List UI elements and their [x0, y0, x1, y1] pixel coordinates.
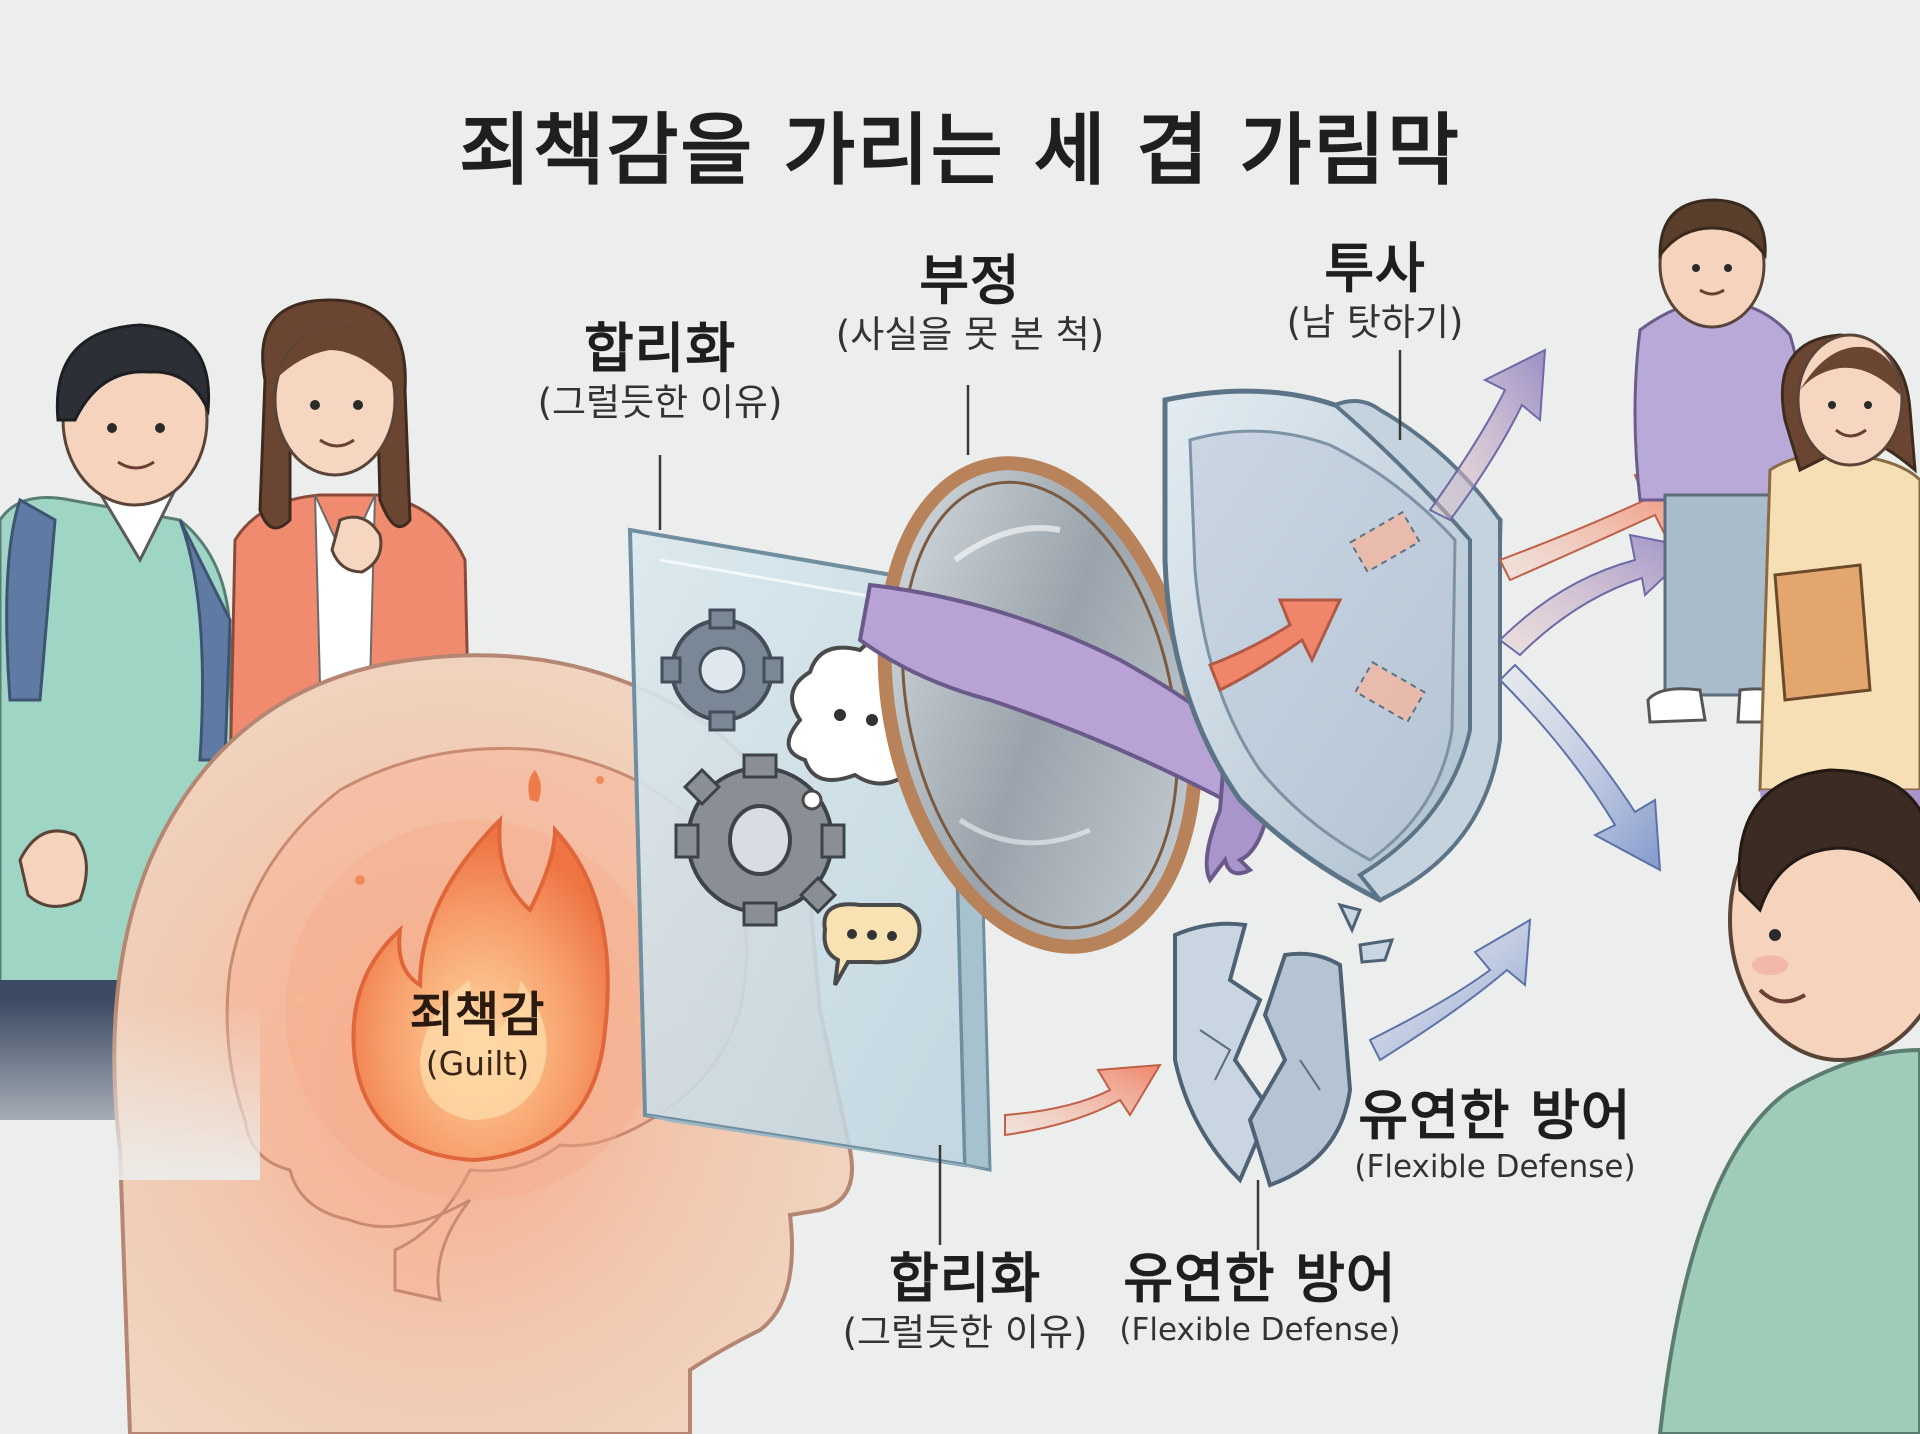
student-boy-foreground — [1657, 768, 1920, 1434]
leader-lines — [658, 350, 1402, 1250]
speech-bubble-icon — [822, 902, 922, 986]
projection-sub: (남 탓하기) — [1286, 301, 1464, 345]
gear-icon-large — [674, 753, 846, 927]
flexible-bottom-sub: (Flexible Defense) — [1119, 1312, 1401, 1349]
page-title: 죄책감을 가리는 세 겹 가림막 — [459, 106, 1461, 196]
rationalization-bottom-sub: (그럴듯한 이유) — [842, 1311, 1088, 1355]
flexible-bottom-main: 유연한 방어 — [1123, 1247, 1397, 1310]
arrow-icon-center — [1208, 598, 1343, 693]
student-girl-book — [1758, 333, 1920, 860]
flame-icon — [285, 770, 665, 1200]
gear-icon — [660, 608, 784, 732]
rationalization-label-top: 합리화 (그럴듯한 이유) — [500, 317, 820, 426]
denial-sub: (사실을 못 본 척) — [835, 313, 1105, 357]
flexible-right-main: 유연한 방어 — [1358, 1084, 1632, 1147]
projection-label: 투사 (남 탓하기) — [1215, 237, 1535, 346]
denial-main: 부정 — [919, 249, 1021, 312]
flexible-right-sub: (Flexible Defense) — [1354, 1149, 1636, 1186]
rationalization-top-sub: (그럴듯한 이유) — [537, 381, 783, 425]
rationalization-top-main: 합리화 — [583, 317, 737, 380]
broken-shield-icon — [1173, 902, 1395, 1188]
guilt-label-main: 죄책감 — [409, 987, 546, 1043]
flexible-defense-label-bottom: 유연한 방어 (Flexible Defense) — [1095, 1247, 1425, 1350]
guilt-label-sub: (Guilt) — [425, 1044, 530, 1084]
guilt-label: 죄책감 (Guilt) — [355, 987, 600, 1084]
denial-label: 부정 (사실을 못 본 척) — [800, 249, 1140, 358]
projection-main: 투사 — [1324, 237, 1426, 300]
rationalization-bottom-main: 합리화 — [888, 1247, 1042, 1310]
rationalization-label-bottom: 합리화 (그럴듯한 이유) — [800, 1247, 1130, 1356]
student-boy-hoodie — [1633, 198, 1805, 724]
flexible-defense-label-right: 유연한 방어 (Flexible Defense) — [1330, 1084, 1660, 1187]
